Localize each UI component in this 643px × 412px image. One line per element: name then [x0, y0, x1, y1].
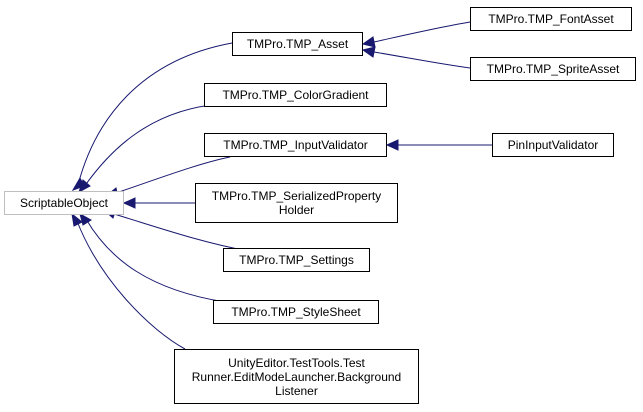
node-label: TMPro.TMP_Asset — [246, 37, 349, 51]
node-label: TMPro.TMP_SpriteAsset — [486, 62, 620, 76]
node-tmp-input-validator[interactable]: TMPro.TMP_InputValidator — [204, 133, 387, 157]
node-tmp-serialized-property-holder[interactable]: TMPro.TMP_SerializedProperty Holder — [195, 183, 398, 223]
arrowhead-style-sheet — [79, 212, 92, 226]
node-label: TMPro.TMP_Settings — [239, 253, 354, 267]
node-label: TMPro.TMP_InputValidator — [223, 138, 368, 152]
node-label: TMPro.TMP_FontAsset — [488, 12, 614, 26]
node-scriptable-object: ScriptableObject — [4, 191, 124, 215]
node-pin-input-validator[interactable]: PinInputValidator — [492, 133, 614, 157]
arrowhead-pin-input-validator — [385, 139, 399, 151]
node-tmp-sprite-asset[interactable]: TMPro.TMP_SpriteAsset — [470, 57, 636, 81]
arrowhead-color-gradient — [78, 179, 91, 194]
node-label: TMPro.TMP_ColorGradient — [222, 88, 369, 102]
node-tmp-settings[interactable]: TMPro.TMP_Settings — [223, 248, 370, 272]
node-background-listener[interactable]: UnityEditor.TestTools.Test Runner.EditMo… — [174, 349, 419, 404]
node-label: TMPro.TMP_StyleSheet — [231, 305, 361, 319]
node-tmp-asset[interactable]: TMPro.TMP_Asset — [232, 32, 363, 56]
edge-tmp-style-sheet — [85, 218, 226, 303]
arrowhead-serialized-property-holder — [122, 197, 136, 209]
arrowhead-sprite-asset — [361, 46, 376, 58]
node-tmp-style-sheet[interactable]: TMPro.TMP_StyleSheet — [213, 300, 379, 324]
node-label: TMPro.TMP_SerializedProperty Holder — [211, 189, 382, 217]
edge-tmp-sprite-asset — [373, 51, 471, 69]
arrowhead-font-asset — [361, 36, 376, 48]
edge-background-listener — [76, 220, 186, 350]
edge-tmp-asset — [77, 42, 233, 186]
node-label: PinInputValidator — [507, 138, 599, 152]
node-tmp-color-gradient[interactable]: TMPro.TMP_ColorGradient — [204, 83, 387, 107]
edge-tmp-settings — [113, 213, 249, 252]
edge-tmp-input-validator — [115, 156, 231, 194]
arrowhead-background-listener — [71, 212, 83, 227]
edge-tmp-font-asset — [373, 21, 471, 43]
edge-tmp-color-gradient — [83, 103, 221, 188]
node-label: ScriptableObject — [19, 196, 109, 210]
node-label: UnityEditor.TestTools.Test Runner.EditMo… — [191, 355, 402, 398]
node-tmp-font-asset[interactable]: TMPro.TMP_FontAsset — [470, 7, 632, 31]
